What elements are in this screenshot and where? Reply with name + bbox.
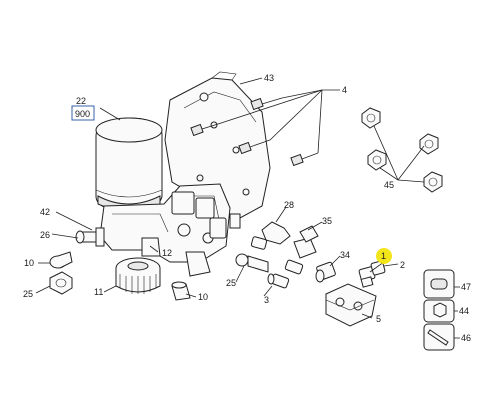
label-5: 5 [376,314,381,324]
label-45: 45 [384,180,394,190]
leader-lines [35,77,460,339]
label-3: 3 [264,295,269,305]
plug-10-bottom [171,281,191,301]
label-900: 900 [75,109,90,119]
dryer-cartridge [95,117,163,213]
detail-panel-46 [423,323,455,351]
label-2: 2 [400,260,405,270]
label-25-middle: 25 [226,278,236,288]
fitting-28 [250,221,291,250]
fitting-3 [267,273,290,289]
fitting-2 [370,260,386,276]
label-46: 46 [461,333,471,343]
label-10-bottom: 10 [198,292,208,302]
bracket-bolts [190,97,319,167]
fitting-26 [75,227,105,247]
label-44: 44 [459,306,469,316]
label-34: 34 [340,250,350,260]
fitting-34 [315,261,336,283]
silencer-11 [115,257,161,294]
plug-10-left [49,251,73,269]
label-11: 11 [94,287,103,297]
label-box-900 [71,105,95,121]
mounting-bracket [164,71,271,219]
label-25-left: 25 [23,289,33,299]
label-28: 28 [284,200,294,210]
valve-body [99,183,241,277]
detail-panel-44 [423,299,455,323]
label-42: 42 [40,207,50,217]
nuts-45 [361,107,443,193]
highlight-marker [376,248,392,264]
label-43: 43 [264,73,274,83]
valve-5 [325,283,377,327]
fitting-35 [284,225,319,275]
part-labels: 22 900 43 4 45 42 26 10 25 11 12 10 25 3… [23,73,471,343]
label-1: 1 [381,251,386,261]
label-22: 22 [76,96,86,106]
label-4: 4 [342,85,347,95]
label-12: 12 [162,248,172,258]
detail-panel-47 [423,269,455,299]
label-47: 47 [461,282,471,292]
label-26: 26 [40,230,50,240]
elbow-25 [235,253,269,273]
nut-25-left [49,271,73,295]
label-10-left: 10 [24,258,34,268]
label-35: 35 [322,216,332,226]
